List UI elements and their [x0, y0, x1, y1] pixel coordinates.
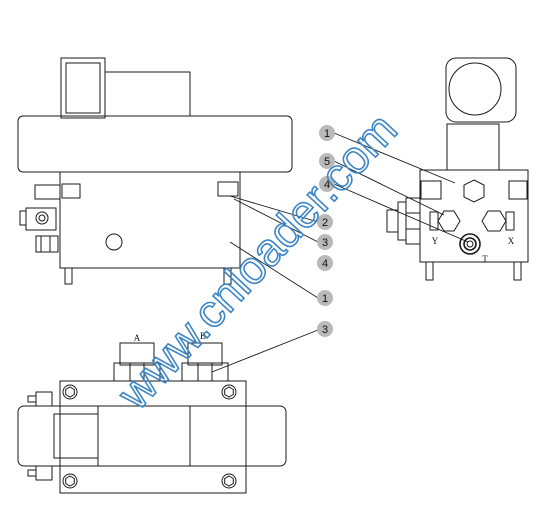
callout-number: 3: [322, 237, 328, 249]
callout-bubble: 2: [317, 214, 333, 230]
port-label-t: T: [482, 254, 488, 264]
callout-bubble: 3: [317, 234, 333, 250]
watermark-text: www.cnloader.com: [107, 103, 407, 420]
callout-number: 1: [324, 128, 330, 140]
callout-number: 1: [322, 293, 328, 305]
callout-bubble: 4: [319, 176, 335, 192]
callout-number: 5: [324, 156, 330, 168]
port-label-b: B: [200, 331, 206, 341]
callout-bubble: 5: [319, 153, 335, 169]
callouts-front-view: 2 3 4 1: [317, 214, 333, 306]
top-view: [17, 342, 287, 494]
callout-bubble: 3: [317, 321, 333, 337]
leader-lines: [211, 132, 469, 373]
callout-number: 4: [322, 258, 328, 270]
callout-number: 2: [322, 217, 328, 229]
port-label-y: Y: [432, 236, 439, 246]
port-label-a: A: [134, 333, 141, 343]
callout-number: 3: [322, 324, 328, 336]
callouts-side-view: 1 5 4: [319, 125, 335, 192]
side-view: [386, 57, 529, 281]
callout-bubble: 1: [319, 125, 335, 141]
port-labels: Y X T A B: [134, 236, 515, 343]
callout-bubble: 1: [317, 290, 333, 306]
callout-bubble: 4: [317, 255, 333, 271]
front-view: [17, 57, 293, 285]
callouts-top-view: 3: [317, 321, 333, 337]
callout-number: 4: [324, 179, 330, 191]
port-label-x: X: [508, 236, 515, 246]
